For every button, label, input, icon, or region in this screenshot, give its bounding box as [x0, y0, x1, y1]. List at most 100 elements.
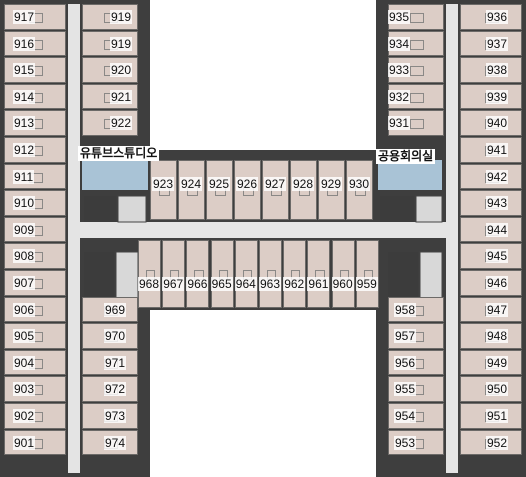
room-number-label: 937 — [486, 36, 509, 51]
room-number-label: 906 — [13, 302, 36, 317]
room-center-middle — [210, 240, 234, 308]
room-number-label: 946 — [486, 276, 509, 290]
room-number-label: 962 — [283, 277, 306, 291]
bathroom-detail — [410, 119, 424, 130]
room-number-label: 963 — [259, 277, 282, 291]
elevator-core-top-right — [380, 196, 414, 222]
room-number-label: 965 — [210, 277, 233, 291]
room-number-label: 974 — [104, 435, 127, 450]
room-number-label: 930 — [348, 177, 371, 191]
room-number-label: 961 — [307, 277, 330, 291]
room-number-label: 970 — [104, 329, 127, 344]
room-number-label: 929 — [320, 177, 343, 191]
room-number-label: 920 — [110, 63, 133, 78]
elevator-core-top-left — [84, 196, 116, 222]
room-number-label: 932 — [388, 89, 411, 104]
room-number-label: 968 — [138, 277, 161, 291]
room-number-label: 959 — [355, 277, 378, 291]
room-right-outer — [460, 323, 522, 349]
room-number-label: 948 — [486, 329, 509, 344]
room-number-label: 950 — [486, 382, 509, 397]
room-number-label: 945 — [486, 249, 509, 264]
room-number-label: 966 — [186, 277, 209, 291]
room-number-label: 943 — [486, 196, 509, 211]
room-number-label: 939 — [486, 89, 509, 104]
room-number-label: 949 — [486, 355, 509, 370]
top-courtyard — [150, 0, 376, 150]
room-number-label: 901 — [13, 435, 36, 450]
room-number-label: 907 — [13, 276, 36, 290]
room-number-label: 927 — [264, 177, 287, 191]
room-number-label: 911 — [13, 169, 35, 184]
elevator-core-bottom-right — [388, 252, 418, 304]
room-number-label: 912 — [13, 143, 36, 157]
bathroom-detail — [410, 13, 424, 23]
room-number-label: 967 — [162, 277, 185, 291]
room-number-label: 933 — [388, 63, 411, 78]
room-number-label: 921 — [110, 89, 133, 104]
room-center-middle — [259, 240, 282, 308]
room-center-middle — [283, 240, 307, 308]
room-number-label: 916 — [13, 36, 36, 51]
bathroom-detail — [410, 92, 424, 103]
room-number-label: 925 — [208, 177, 231, 191]
room-number-label: 954 — [394, 409, 417, 423]
room-number-label: 973 — [104, 409, 127, 423]
room-number-label: 926 — [236, 177, 259, 191]
room-center-middle — [355, 240, 379, 308]
room-center-middle — [138, 240, 161, 308]
room-number-label: 953 — [394, 435, 417, 450]
room-number-label: 919 — [110, 36, 133, 51]
room-number-label: 958 — [394, 302, 417, 317]
room-center-middle — [162, 240, 186, 308]
room-number-label: 944 — [486, 222, 509, 237]
stair-core-top-right — [415, 195, 443, 223]
room-number-label: 960 — [331, 277, 354, 291]
stair-core-top-left — [117, 195, 147, 223]
room-number-label: 913 — [13, 116, 36, 131]
youtube-studio-label: 유튜브스튜디오 — [78, 146, 160, 161]
room-number-label: 904 — [13, 355, 36, 370]
left-wing-corridor — [68, 4, 80, 473]
room-number-label: 903 — [13, 382, 36, 397]
room-center-middle — [307, 240, 331, 308]
elevator-core-bottom-left — [84, 252, 114, 304]
room-number-label: 902 — [13, 409, 36, 423]
room-number-label: 917 — [13, 10, 36, 24]
room-center-middle — [331, 240, 355, 308]
room-number-label: 910 — [13, 196, 36, 211]
room-number-label: 942 — [486, 169, 509, 184]
room-number-label: 955 — [394, 382, 417, 397]
room-number-label: 941 — [486, 143, 509, 157]
room-number-label: 905 — [13, 329, 36, 344]
room-number-label: 936 — [486, 10, 509, 24]
room-number-label: 935 — [388, 10, 411, 24]
youtube-studio-room — [82, 156, 148, 190]
room-number-label: 940 — [486, 116, 509, 131]
room-number-label: 922 — [110, 116, 133, 131]
room-number-label: 964 — [234, 277, 257, 291]
room-number-label: 947 — [486, 302, 509, 317]
room-number-label: 938 — [486, 63, 509, 78]
room-number-label: 951 — [486, 409, 509, 423]
room-number-label: 915 — [13, 63, 36, 78]
room-number-label: 909 — [13, 222, 36, 237]
room-number-label: 934 — [388, 36, 411, 51]
right-wing-corridor — [446, 4, 458, 473]
center-corridor — [70, 222, 456, 238]
room-number-label: 914 — [13, 89, 36, 104]
meeting-room-label: 공용회의실 — [376, 149, 436, 164]
room-number-label: 924 — [180, 177, 203, 191]
room-number-label: 956 — [394, 355, 417, 370]
room-center-middle — [234, 240, 258, 308]
bathroom-detail — [410, 66, 424, 77]
room-number-label: 923 — [152, 177, 175, 191]
room-number-label: 952 — [486, 435, 509, 450]
room-number-label: 931 — [388, 116, 411, 131]
room-number-label: 957 — [394, 329, 417, 344]
room-number-label: 928 — [292, 177, 315, 191]
room-center-middle — [186, 240, 210, 308]
meeting-room — [378, 160, 442, 190]
